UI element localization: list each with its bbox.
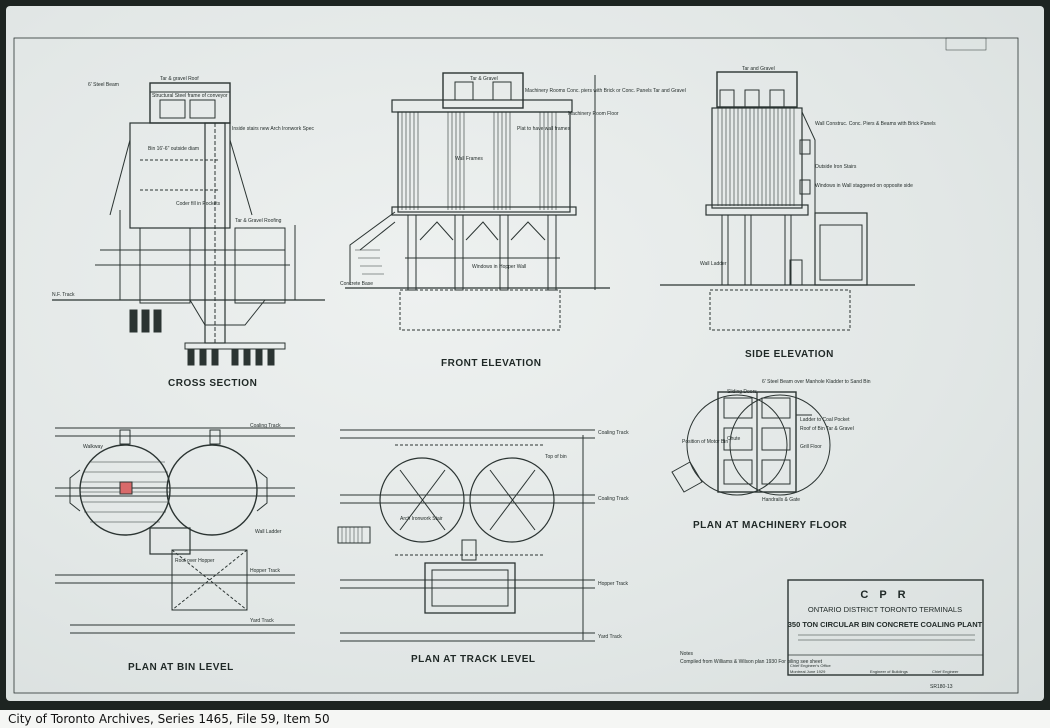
- note-concrete-base: Concrete Base: [340, 281, 373, 287]
- caption-side-elevation: SIDE ELEVATION: [745, 349, 834, 360]
- note-wall-ladder-side: Wall Ladder: [700, 261, 727, 267]
- captions-layer: CROSS SECTION FRONT ELEVATION SIDE ELEVA…: [52, 66, 983, 690]
- note-hopper-track-bin: Hopper Track: [250, 568, 281, 574]
- note-sliding-doors: Sliding Doors: [727, 389, 757, 395]
- plan-track-level-view: [337, 429, 595, 642]
- note-yard-track-plan: Yard Track: [598, 634, 622, 640]
- note-yard-track-bin: Yard Track: [250, 618, 274, 624]
- note-machinery-floor: Machinery Room Floor: [568, 111, 619, 117]
- note-machinery-rooms: Machinery Rooms Conc. piers with Brick o…: [525, 88, 686, 94]
- note-roof-hopper: Roof over Hopper: [175, 558, 215, 564]
- note-wall-frames: Wall Frames: [455, 156, 483, 162]
- note-nf-track: N.F. Track: [52, 292, 75, 298]
- caption-plan-track-level: PLAN AT TRACK LEVEL: [411, 654, 536, 665]
- title-district: ONTARIO DISTRICT TORONTO TERMINALS: [808, 605, 962, 614]
- note-inside-stairs: Inside stairs new Arch Ironwork Spec: [232, 126, 314, 132]
- note-coaling-track-bin: Coaling Track: [250, 423, 281, 429]
- note-wall-construction: Wall Construc. Conc. Piers & Beams with …: [815, 121, 936, 127]
- note-ladder-coal: Ladder to Coal Pocket: [800, 417, 850, 423]
- note-chute: Chute: [727, 436, 741, 442]
- blueprint-drawing: [13, 37, 1019, 694]
- note-tar-gravel-roofing: Tar & Gravel Roofing: [235, 218, 282, 224]
- side-elevation-view: [660, 71, 915, 331]
- note-windows-wall: Windows in Wall staggered on opposite si…: [815, 183, 913, 189]
- note-steel-beam: 6' Steel Beam: [88, 82, 119, 88]
- drawing-sheet: [6, 6, 1044, 701]
- note-tar-gravel-side: Tar and Gravel: [742, 66, 775, 72]
- note-wall-ladder-bin: Wall Ladder: [255, 529, 282, 535]
- note-walkway-bin: Walkway: [83, 444, 103, 450]
- title-place-date: Montreal June 1929: [790, 669, 826, 674]
- title-plant: 350 TON CIRCULAR BIN CONCRETE COALING PL…: [788, 620, 983, 629]
- caption-plan-bin-level: PLAN AT BIN LEVEL: [128, 662, 234, 673]
- note-plat-new: Plat to have wall frames: [517, 126, 571, 132]
- note-grill-floor: Grill Floor: [800, 444, 822, 450]
- note-coaling-track-plan-2: Coaling Track: [598, 496, 629, 502]
- note-top-of-bin: Top of bin: [545, 454, 567, 460]
- plan-machinery-floor-view: [671, 391, 831, 496]
- note-tar-gravel-roof: Tar & gravel Roof: [160, 76, 199, 82]
- note-windows-hopper: Windows in Hopper Wall: [472, 264, 526, 270]
- title-chief-engineer: Chief Engineer: [932, 669, 959, 674]
- note-structural-steel: Structural Steel frame of conveyor: [152, 93, 228, 99]
- caption-plan-machinery-floor: PLAN AT MACHINERY FLOOR: [693, 520, 848, 531]
- note-roof-of-bin: Roof of Bin Tar & Gravel: [800, 426, 854, 432]
- note-handrails-gate: Handrails & Gate: [762, 497, 800, 503]
- note-tar-gravel-top: Tar & Gravel: [470, 76, 498, 82]
- note-coaling-track-plan: Coaling Track: [598, 430, 629, 436]
- title-block: [787, 579, 984, 676]
- note-hopper-track-plan: Hopper Track: [598, 581, 629, 587]
- note-arch-stair: Arch Ironwork Stair: [400, 516, 443, 522]
- note-position-motor: Position of Motor Bin: [682, 439, 728, 445]
- title-office: Chief Engineer's Office: [790, 663, 831, 668]
- title-drawing-number: SR180-13: [930, 684, 953, 690]
- corner-stamp: [945, 37, 987, 51]
- front-elevation-view: [345, 72, 610, 331]
- title-company: C P R: [860, 589, 909, 601]
- sheet-border: [13, 37, 1019, 694]
- note-outside-stairs: Outside Iron Stairs: [815, 164, 857, 170]
- note-compiled: Compiled from Williams & Wilson plan 193…: [680, 659, 823, 665]
- note-bin-circular: Bin 16'-6" outside diam: [148, 146, 199, 152]
- plan-bin-level-view: [55, 427, 295, 634]
- note-notes-head: Notes: [680, 651, 694, 657]
- archive-credit: City of Toronto Archives, Series 1465, F…: [0, 710, 1050, 728]
- title-engineer-buildings: Engineer of Buildings: [870, 669, 908, 674]
- note-coder-fill: Coder fill in Pockets: [176, 201, 221, 207]
- cross-section-view: [52, 82, 325, 366]
- caption-cross-section: CROSS SECTION: [168, 378, 257, 389]
- caption-front-elevation: FRONT ELEVATION: [441, 358, 541, 369]
- note-steel-beam-ladder: 6' Steel Beam over Manhole Kladder to Sa…: [762, 379, 871, 385]
